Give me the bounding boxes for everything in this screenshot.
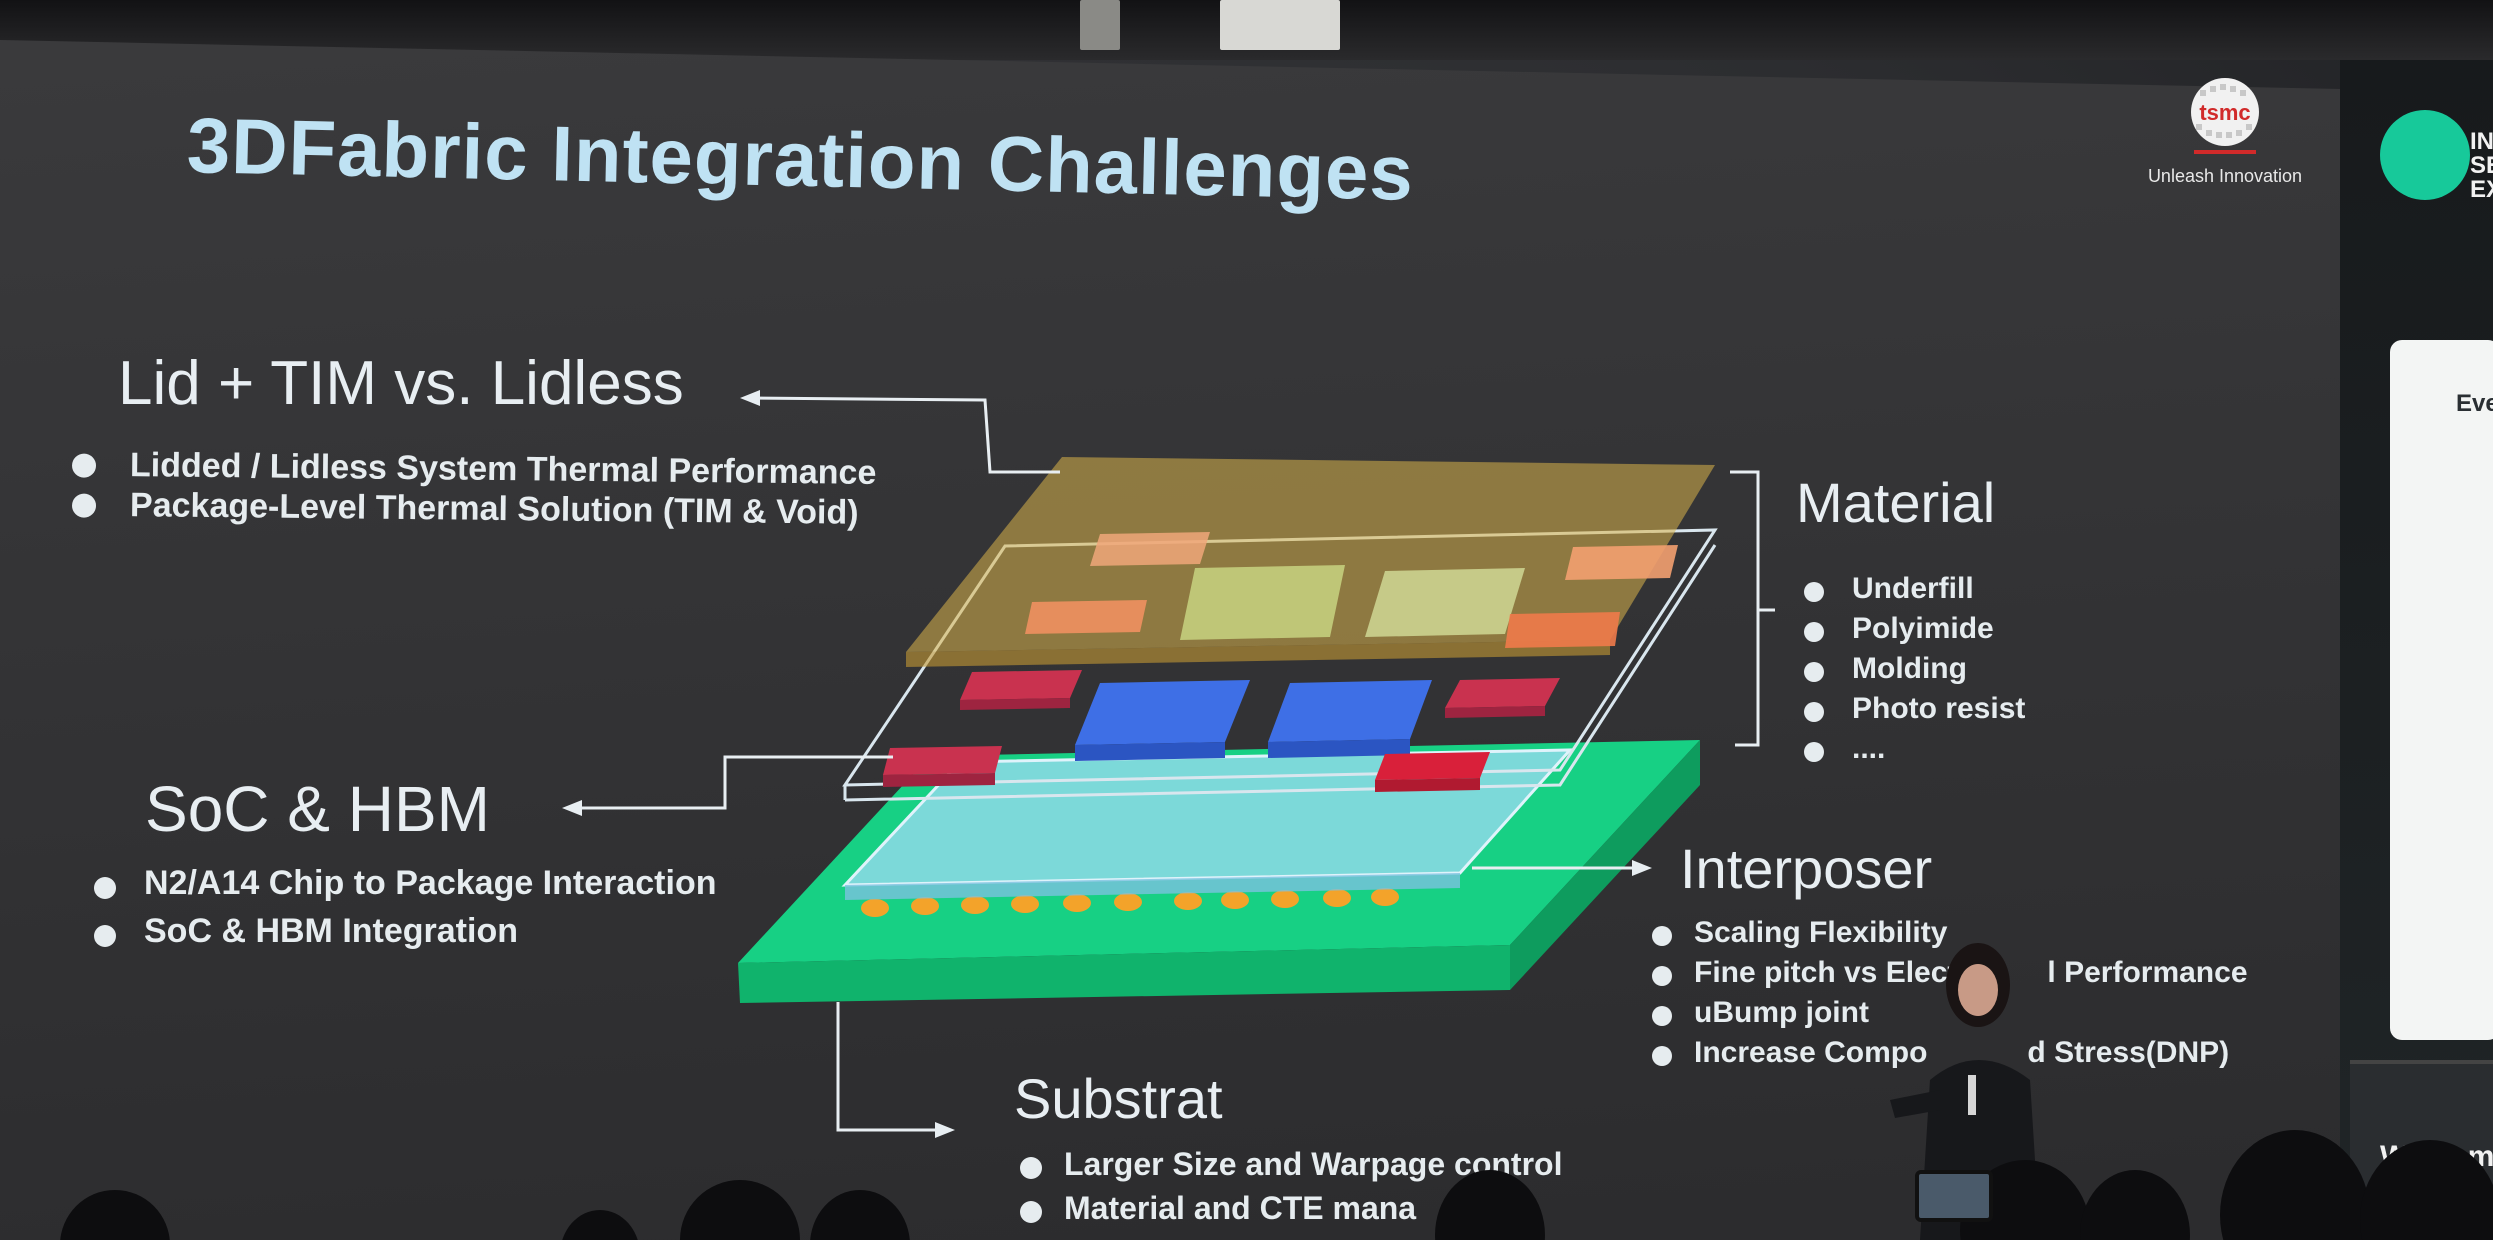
bullet-dot bbox=[1652, 926, 1672, 946]
bullet-dot bbox=[94, 877, 116, 899]
phone-screen bbox=[1915, 1170, 1993, 1222]
side-screen-text: SE bbox=[2470, 152, 2493, 179]
bullet-text: uBump joint bbox=[1694, 996, 1869, 1029]
brand-tagline: Unleash Innovation bbox=[2147, 166, 2303, 186]
list-item: .... bbox=[1804, 732, 2025, 772]
bullet-dot bbox=[1804, 582, 1824, 602]
list-item: Polyimide bbox=[1804, 612, 2025, 652]
event-logo-icon bbox=[2380, 110, 2470, 200]
bullet-text: Photo resist bbox=[1852, 692, 2026, 725]
tsmc-logo-icon: tsmc bbox=[2191, 78, 2259, 154]
bullet-text: Molding bbox=[1852, 652, 1967, 685]
list-item: Increase Compo d Stress(DNP) bbox=[1652, 1036, 2248, 1076]
list-item: Photo resist bbox=[1804, 692, 2026, 732]
soc-dies bbox=[1075, 680, 1432, 761]
soc-bullets: N2/A14 Chip to Package Interaction SoC &… bbox=[94, 864, 717, 960]
sponsor-card bbox=[2390, 340, 2493, 1040]
list-item: N2/A14 Chip to Package Interaction bbox=[94, 864, 717, 912]
bullet-dot bbox=[1804, 702, 1824, 722]
side-screen-text: INT bbox=[2470, 128, 2493, 155]
bullet-dot bbox=[1652, 1046, 1672, 1066]
bullet-dot bbox=[1804, 662, 1824, 682]
bullet-text: N2/A14 Chip to Package Interaction bbox=[144, 864, 717, 902]
bullet-text: d Stress(DNP) bbox=[2027, 1036, 2230, 1069]
soc-heading: SoC & HBM bbox=[145, 773, 490, 845]
bullet-dot bbox=[1020, 1157, 1042, 1179]
material-heading: Material bbox=[1796, 471, 1996, 534]
callout-arrows bbox=[562, 390, 1775, 1138]
interposer-bullets: Scaling Flexibility Fine pitch vs Elect l… bbox=[1652, 916, 2248, 1076]
list-item: Fine pitch vs Elect l Performance bbox=[1652, 956, 2248, 996]
tsmc-logo: tsmc Unleash Innovation bbox=[2140, 72, 2310, 187]
bullet-dot bbox=[94, 925, 116, 947]
bullet-dot bbox=[1804, 742, 1824, 762]
ceiling-light bbox=[1220, 0, 1340, 50]
side-card-label: Eve bbox=[2456, 390, 2493, 417]
substrat-heading: Substrat bbox=[1014, 1067, 1223, 1130]
lid-heading: Lid + TIM vs. Lidless bbox=[118, 349, 684, 418]
list-item: Underfill bbox=[1804, 572, 2025, 612]
bullet-text: SoC & HBM Integration bbox=[144, 912, 518, 950]
bullet-text: Scaling Flexibility bbox=[1694, 916, 1948, 949]
list-item: uBump joint bbox=[1652, 996, 2248, 1036]
top-chips bbox=[1025, 532, 1678, 648]
bullet-text: l Performance bbox=[2047, 956, 2248, 989]
bullet-text: Material and CTE mana bbox=[1064, 1190, 1417, 1226]
bullet-text: Fine pitch vs Elect bbox=[1694, 956, 1958, 989]
interposer-heading: Interposer bbox=[1680, 837, 1933, 900]
bullet-text: Increase Compo bbox=[1694, 1036, 1928, 1069]
bullet-text: Polyimide bbox=[1852, 612, 1994, 645]
list-item: Scaling Flexibility bbox=[1652, 916, 2248, 956]
bullet-dot bbox=[1652, 966, 1672, 986]
bump-row bbox=[861, 888, 1399, 917]
hbm-dies bbox=[883, 670, 1560, 792]
material-bullets: Underfill Polyimide Molding Photo resist… bbox=[1804, 572, 2026, 772]
logo-wordmark: tsmc bbox=[2199, 100, 2250, 125]
ceiling-light bbox=[1080, 0, 1120, 50]
list-item: Molding bbox=[1804, 652, 2025, 692]
bullet-text: .... bbox=[1852, 732, 1886, 765]
list-item: SoC & HBM Integration bbox=[94, 912, 717, 960]
side-screen-text: EX bbox=[2470, 176, 2493, 203]
bullet-dot bbox=[1652, 1006, 1672, 1026]
bullet-text: Underfill bbox=[1852, 572, 1974, 605]
bullet-dot bbox=[1020, 1201, 1042, 1223]
bullet-dot bbox=[1804, 622, 1824, 642]
